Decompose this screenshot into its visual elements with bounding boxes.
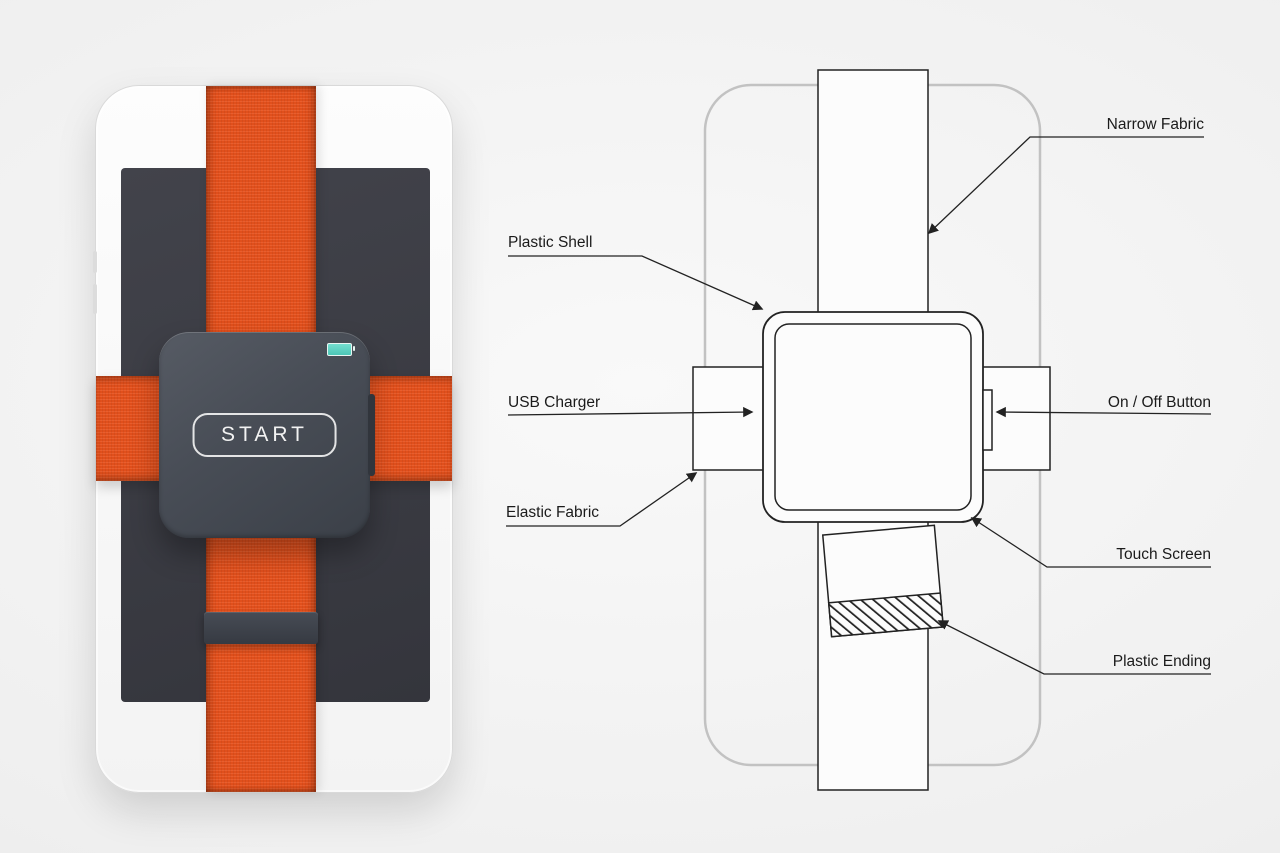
battery-nub — [353, 346, 355, 351]
label-usb-charger: USB Charger — [508, 394, 601, 411]
label-on-off-button: On / Off Button — [1107, 394, 1211, 411]
phone-body: START — [93, 85, 453, 793]
plastic-ending-leader-line — [937, 620, 1211, 675]
phone-side-button — [93, 284, 97, 314]
elastic-fabric-leader-line — [506, 472, 698, 527]
plastic-ending-hatch — [827, 592, 945, 638]
start-button: START — [192, 413, 337, 457]
strap-keeper — [204, 612, 318, 644]
on-off-button — [368, 394, 375, 476]
strap-end-group — [821, 524, 945, 638]
label-elastic-fabric: Elastic Fabric — [506, 504, 600, 521]
usb-charger-leader-line — [507, 406, 754, 418]
label-plastic-ending: Plastic Ending — [1112, 653, 1211, 670]
on-off-button-outline — [982, 389, 993, 451]
on-off-button-leader-line — [995, 406, 1212, 418]
plastic-shell-outline — [762, 311, 984, 523]
label-narrow-fabric: Narrow Fabric — [1106, 116, 1204, 133]
plastic-shell-leader-line — [508, 255, 764, 311]
label-touch-screen: Touch Screen — [1116, 546, 1211, 563]
narrow-fabric-leader-line — [927, 136, 1204, 235]
tracker-device: START — [159, 332, 375, 538]
label-plastic-shell: Plastic Shell — [508, 234, 593, 251]
battery-icon — [327, 343, 355, 356]
touch-screen-leader-line — [970, 517, 1211, 568]
touch-screen-outline — [774, 323, 972, 511]
phone-side-button — [93, 251, 97, 273]
